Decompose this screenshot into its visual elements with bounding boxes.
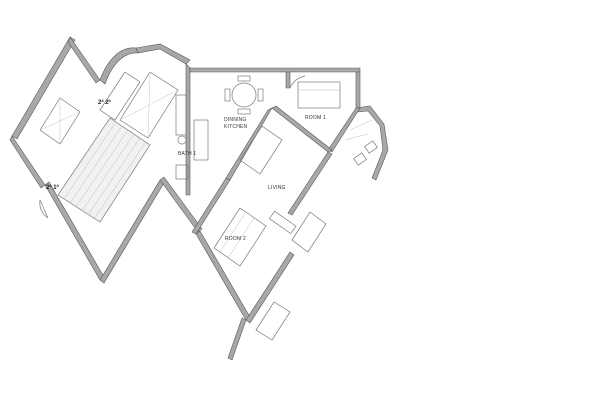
living-room	[225, 105, 333, 253]
bath-area	[159, 63, 209, 233]
label-level-2: 2ª 2ª	[98, 99, 112, 106]
wall-segment	[355, 71, 361, 109]
wall-segment	[9, 135, 46, 189]
wall-segment	[159, 176, 203, 233]
living-rug	[239, 125, 283, 175]
curved-wall	[99, 47, 139, 85]
label-kitchen: KITCHEN	[224, 124, 248, 130]
label-bath-1: BATH 1	[178, 151, 196, 157]
balcony-outline	[291, 211, 327, 253]
wall-segment	[185, 63, 191, 196]
toilet-fixture	[175, 164, 189, 180]
dining-kitchen	[224, 75, 264, 115]
label-room-1: ROOM 1	[305, 115, 326, 121]
wall-segment	[287, 151, 333, 216]
dining-chair	[224, 88, 231, 102]
dining-chair	[237, 75, 251, 82]
wall-segment	[189, 67, 361, 73]
wall-segment	[285, 71, 291, 89]
wall-segment	[67, 36, 101, 84]
room-labels: DINNING KITCHEN ROOM 1 BATH 1 LIVING ROO…	[46, 99, 326, 242]
wall-segment	[135, 43, 191, 65]
label-level-1: 2ª 1ª	[46, 184, 60, 191]
bath-fixture	[175, 94, 187, 136]
wall-segment	[227, 317, 247, 361]
label-living: LIVING	[268, 185, 286, 191]
wall-segment	[11, 36, 76, 140]
inner-room-outline	[99, 71, 141, 121]
stair-outline	[57, 117, 151, 223]
wall-segment	[191, 177, 231, 235]
door-swing	[289, 75, 306, 89]
bed-outline	[297, 81, 341, 109]
stair-area	[58, 118, 150, 222]
label-dining: DINNING	[224, 117, 247, 123]
wall-segment	[195, 230, 251, 321]
dining-chair	[237, 108, 251, 115]
room-1	[289, 75, 341, 109]
door-swing	[39, 199, 49, 219]
room-2	[191, 177, 295, 361]
balcony-outline	[255, 301, 291, 341]
label-room-2: ROOM 2	[225, 236, 246, 242]
dining-table	[231, 82, 257, 108]
bed-outline	[213, 207, 267, 267]
top-walls	[189, 67, 361, 109]
kitchen-counter	[193, 119, 209, 161]
bay-wall	[355, 105, 389, 181]
left-wing	[9, 36, 165, 284]
dining-chair	[257, 88, 264, 102]
sink-fixture	[177, 135, 187, 145]
wall-segment	[327, 107, 361, 153]
armchair	[364, 140, 378, 154]
sofa	[268, 210, 297, 235]
wall-segment	[271, 105, 333, 153]
bay-window-pod	[327, 105, 389, 181]
armchair	[353, 152, 367, 166]
wall-segment	[245, 251, 295, 324]
stair-treads	[63, 121, 147, 220]
